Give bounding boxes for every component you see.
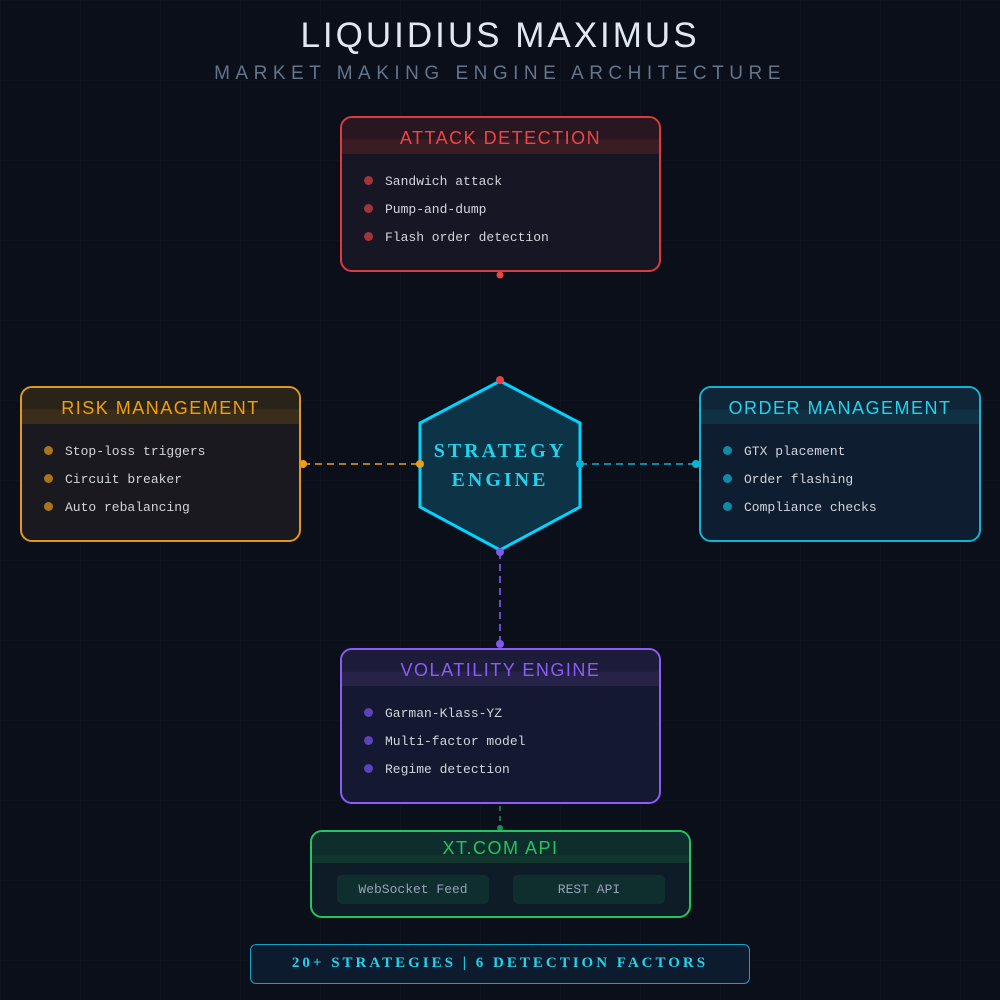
item-label: Pump-and-dump (385, 202, 487, 217)
item-label: Flash order detection (385, 230, 549, 245)
page-subtitle: MARKET MAKING ENGINE ARCHITECTURE (214, 63, 786, 84)
list-item: Multi-factor model (364, 734, 525, 762)
list-item: Compliance checks (723, 500, 877, 528)
page-title: LIQUIDIUS MAXIMUS (300, 16, 700, 55)
volatility-engine-module: VOLATILITY ENGINE Garman-Klass-YZ Multi-… (340, 648, 661, 804)
node-dot (299, 460, 307, 468)
node-dot (416, 460, 424, 468)
item-label: Order flashing (744, 472, 854, 487)
list-item: Regime detection (364, 762, 525, 790)
bullet-icon (44, 446, 53, 455)
node-dot (497, 825, 503, 831)
node-dot (496, 548, 504, 556)
bullet-icon (44, 502, 53, 511)
module-title: ORDER MANAGEMENT (701, 388, 979, 424)
list-item: Order flashing (723, 472, 877, 500)
bullet-icon (723, 446, 732, 455)
list-item: Auto rebalancing (44, 500, 205, 528)
xt-api-module: XT.COM API WebSocket Feed REST API (310, 830, 691, 918)
node-dot (576, 460, 584, 468)
rest-api-chip: REST API (513, 875, 665, 904)
order-management-module: ORDER MANAGEMENT GTX placement Order fla… (699, 386, 981, 542)
list-item: Garman-Klass-YZ (364, 706, 525, 734)
module-title: VOLATILITY ENGINE (342, 650, 659, 686)
module-title: RISK MANAGEMENT (22, 388, 299, 424)
strategy-engine-label: STRATEGY ENGINE (420, 437, 580, 495)
node-dot (692, 460, 700, 468)
node-dot (496, 640, 504, 648)
node-dot (496, 376, 504, 384)
module-title: ATTACK DETECTION (342, 118, 659, 154)
summary-footer: 20+ STRATEGIES | 6 DETECTION FACTORS (250, 944, 750, 984)
websocket-feed-chip: WebSocket Feed (337, 875, 489, 904)
bullet-icon (723, 474, 732, 483)
list-item: Stop-loss triggers (44, 444, 205, 472)
list-item: Sandwich attack (364, 174, 549, 202)
item-label: Multi-factor model (385, 734, 526, 749)
attack-detection-module: ATTACK DETECTION Sandwich attack Pump-an… (340, 116, 661, 272)
module-title: XT.COM API (312, 832, 689, 863)
item-label: Stop-loss triggers (65, 444, 206, 459)
list-item: Pump-and-dump (364, 202, 549, 230)
bullet-icon (364, 232, 373, 241)
item-label: Regime detection (385, 762, 510, 777)
item-label: Circuit breaker (65, 472, 183, 487)
strategy-engine-line2: ENGINE (451, 469, 549, 491)
bullet-icon (723, 502, 732, 511)
strategy-engine-line1: STRATEGY (433, 440, 567, 462)
item-label: GTX placement (744, 444, 846, 459)
risk-management-module: RISK MANAGEMENT Stop-loss triggers Circu… (20, 386, 301, 542)
item-label: Garman-Klass-YZ (385, 706, 503, 721)
item-label: Auto rebalancing (65, 500, 190, 515)
list-item: Circuit breaker (44, 472, 205, 500)
bullet-icon (364, 176, 373, 185)
bullet-icon (364, 764, 373, 773)
list-item: Flash order detection (364, 230, 549, 258)
list-item: GTX placement (723, 444, 877, 472)
item-label: Sandwich attack (385, 174, 503, 189)
bullet-icon (364, 708, 373, 717)
bullet-icon (44, 474, 53, 483)
item-label: Compliance checks (744, 500, 877, 515)
node-dot (496, 271, 504, 279)
bullet-icon (364, 736, 373, 745)
bullet-icon (364, 204, 373, 213)
